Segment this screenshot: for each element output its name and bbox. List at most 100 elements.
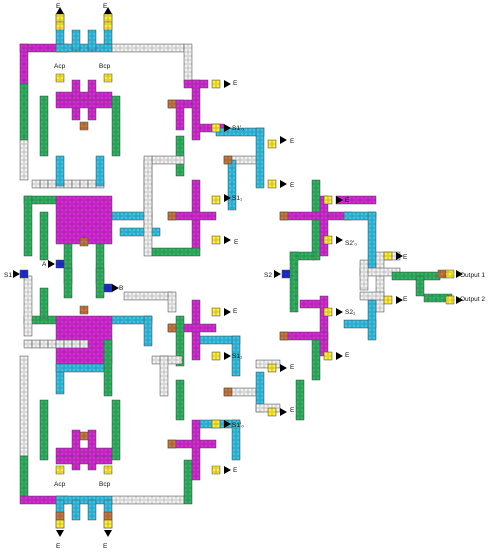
strip-magenta-grid [300,300,324,308]
arrow-e-6 [396,252,403,260]
strip-cyan-grid [120,228,160,236]
label-e-8: E [233,308,238,315]
arrow-e-11 [280,408,287,416]
label-e-6: E [403,254,408,261]
e-tile-grid [384,252,392,260]
cross-tile-grid [72,340,80,348]
e-input-tile-grid [104,14,112,22]
strip-green-grid [40,212,48,260]
strip-cyan-grid [88,500,96,520]
arrow-e-12 [224,466,231,474]
label-e-top-left: E [56,3,61,10]
orange-tile-grid [168,440,176,448]
arrow-e-2 [280,136,287,144]
s2-1-tile-grid [324,308,332,316]
s1-1-tile-grid [212,196,220,204]
arrow-s1 [13,270,20,278]
s2-input-tile-grid [282,270,290,278]
strip-white-grid [224,156,256,164]
strip-green-grid [424,294,452,302]
strip-green-grid [40,288,48,318]
label-e-bottom-right: E [103,543,108,550]
arrow-b [112,284,119,292]
strip-cyan-grid [72,30,80,50]
e-output-tile-grid [104,520,112,528]
strip-white-grid [144,156,152,256]
strip-green-grid [40,96,48,156]
arrow-output-1 [456,270,463,278]
arrow-a [48,260,55,268]
arrow-s1-0-lower [224,420,231,428]
cross-tile-grid [80,180,88,188]
e-tile-grid [212,466,220,474]
strip-cyan-grid [232,336,240,376]
strip-cyan-grid [144,316,152,346]
special-tiles [19,13,455,529]
orange-tile-grid [224,388,232,396]
cross-tile-grid [32,340,40,348]
strip-magenta-grid [56,92,112,100]
e-tile-grid [212,80,220,88]
label-s2-0: S2'₀ [345,240,357,247]
strip-magenta-grid [72,430,80,470]
orange-tile-grid [80,306,88,314]
e-tile-grid [268,140,276,148]
strip-green-grid [184,460,192,504]
arrow-e-8 [224,308,231,316]
strip-cyan-grid [56,364,64,394]
strip-magenta-grid [176,100,184,130]
strip-white-grid [360,260,368,290]
arrow-s2-1 [336,308,343,316]
strip-cyan-grid [368,300,376,340]
output1-tile-grid [446,270,454,278]
cross-tile-grid [48,180,56,188]
strip-green-grid [290,252,314,260]
arrow-e-top-right [104,7,112,14]
strip-white-grid [160,356,168,396]
arrow-e-bottom-left [56,530,64,537]
a-input-tile-grid [56,260,64,268]
cross-tile-grid [48,340,56,348]
strip-magenta-grid [320,296,328,356]
label-bcp-bottom: Bcp [99,481,111,488]
label-e-9: E [345,352,350,359]
strip-white-grid [360,292,384,300]
strip-magenta-grid [280,212,352,220]
strip-cyan-grid [232,420,240,460]
label-s1-0-upper: S1'₀ [232,125,244,132]
label-e-bottom-left: E [56,543,61,550]
strip-magenta-grid [20,44,68,52]
strip-cyan-grid [216,128,264,136]
strip-white-grid [20,140,28,180]
strip-magenta-grid [20,44,28,84]
strip-green-grid [416,276,424,296]
orange-tile-grid [168,324,176,332]
strip-cyan-grid [56,496,112,504]
strip-white-grid [376,252,384,312]
cross-tile-grid [56,340,64,348]
arrow-s1-1 [224,194,231,202]
e-tile-grid [384,296,392,304]
strip-magenta-grid [192,80,200,140]
orange-tile-grid [168,100,176,108]
strip-white-grid [124,292,172,300]
label-e-12: E [233,467,238,474]
strip-green-grid [290,252,298,312]
strip-cyan-grid [88,30,96,50]
strip-green-grid [176,380,184,420]
strip-cyan-grid [112,212,152,220]
strip-green-grid [40,400,48,460]
acp-tile-grid [56,74,64,82]
labels: E E E E Acp Bcp Acp Bcp A B S1 S2 E E E … [4,3,485,550]
e-tile-grid [324,352,332,360]
strip-green-grid [20,84,28,140]
arrow-s1-0 [224,124,231,132]
cross-tile-grid [40,340,48,348]
strip-cyan-grid [344,320,376,328]
s2-0-tile-grid [324,236,332,244]
label-output-2: Output 2 [460,296,485,303]
strip-magenta-grid [192,420,200,480]
orange-tile-grid [280,212,288,220]
label-b: B [119,285,123,292]
